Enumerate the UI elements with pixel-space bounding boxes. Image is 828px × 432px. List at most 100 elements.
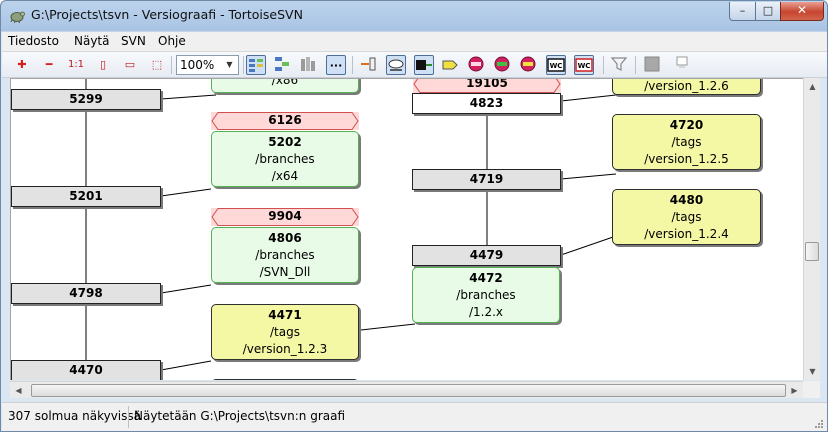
- branch-path: /1.2.x: [468, 305, 504, 319]
- zoom-fit-icon[interactable]: ⬚: [151, 58, 163, 71]
- tortoisesvn-icon: [10, 11, 25, 24]
- menu-file[interactable]: Tiedosto: [8, 34, 59, 48]
- deleted-node-6126[interactable]: 6126: [211, 112, 359, 130]
- status-graph-path: Näytetään G:\Projects\tsvn:n graafi: [134, 409, 346, 423]
- revision-node-4719[interactable]: 4719: [412, 169, 561, 190]
- zoom-fit-width-icon[interactable]: ▭: [124, 58, 136, 71]
- show-wc-modified-icon[interactable]: WC: [574, 55, 594, 75]
- fold-tags-icon[interactable]: [440, 55, 460, 75]
- resize-grip-icon[interactable]: [814, 419, 824, 429]
- horizontal-scrollbar[interactable]: ◀ ▶: [10, 381, 803, 398]
- scrollbar-corner: [803, 381, 820, 398]
- show-renamed-icon[interactable]: [492, 55, 512, 75]
- tag-path: /version_1.2.3: [242, 342, 328, 356]
- tag-node-4720[interactable]: 4720 /tags /version_1.2.5: [612, 114, 761, 170]
- status-bar: 307 solmua näkyvissä Näytetään G:\Projec…: [2, 402, 827, 431]
- scroll-left-icon[interactable]: ◀: [15, 386, 22, 395]
- vertical-scrollbar[interactable]: ▲ ▼: [803, 78, 820, 380]
- scroll-down-icon[interactable]: ▼: [809, 367, 816, 376]
- reduce-cross-lines-icon[interactable]: ···: [326, 55, 346, 75]
- menu-svn[interactable]: SVN: [121, 34, 146, 48]
- zoom-value: 100%: [180, 58, 215, 72]
- tag-node-partial[interactable]: [211, 379, 359, 380]
- toolbar: ✚ ━ 1:1 ▯ ▭ ⬚ 100% ▼ ···: [2, 52, 827, 78]
- expand-all-icon[interactable]: ✚: [17, 58, 27, 71]
- horizontal-scroll-thumb[interactable]: [31, 384, 786, 397]
- exact-copy-sources-icon[interactable]: [414, 55, 434, 75]
- title-bar[interactable]: G:\Projects\tsvn - Versiograafi - Tortoi…: [1, 1, 827, 31]
- show-all-revisions-icon[interactable]: [358, 55, 378, 75]
- tag-path: /tags: [270, 325, 300, 339]
- revision-node-4470[interactable]: 4470: [11, 360, 161, 380]
- align-trees-icon[interactable]: [298, 55, 318, 75]
- show-modified-icon[interactable]: [518, 55, 538, 75]
- deleted-rev: 19105: [466, 78, 508, 90]
- tag-rev: 4720: [669, 118, 704, 132]
- show-deleted-icon[interactable]: [466, 55, 486, 75]
- toolbar-separator: [352, 56, 353, 74]
- tag-path: /version_1.2.6: [644, 79, 729, 93]
- menu-help[interactable]: Ohje: [158, 34, 186, 48]
- tag-path: /tags: [671, 210, 702, 224]
- oldest-on-top-icon[interactable]: [272, 55, 292, 75]
- branch-node-4806[interactable]: 4806 /branches /SVN_Dll: [211, 227, 359, 283]
- maximize-button[interactable]: □: [755, 2, 781, 21]
- minimize-button[interactable]: –: [729, 2, 756, 21]
- tag-path: /version_1.2.4: [644, 227, 729, 241]
- deleted-shape-icon: [211, 208, 359, 226]
- tooltips-icon[interactable]: [672, 55, 692, 75]
- window-title: G:\Projects\tsvn - Versiograafi - Tortoi…: [31, 7, 303, 22]
- scroll-right-icon[interactable]: ▶: [791, 386, 798, 395]
- toolbar-separator: [635, 56, 636, 74]
- zoom-fit-height-icon[interactable]: ▯: [99, 58, 107, 71]
- revision-graph-canvas[interactable]: /x86 5299 5201 4798 4470 6126 9904 5202 …: [10, 78, 803, 380]
- revision-node-5201[interactable]: 5201: [11, 186, 161, 207]
- vertical-scroll-thumb[interactable]: [805, 242, 819, 261]
- revision-node-4823[interactable]: 4823: [412, 93, 561, 114]
- branch-path: /x64: [271, 169, 299, 183]
- toolbar-separator: [603, 56, 604, 74]
- tag-rev: 4480: [669, 193, 704, 207]
- branch-node-x86[interactable]: /x86: [211, 78, 359, 93]
- zoom-select[interactable]: 100% ▼: [176, 55, 239, 75]
- group-branches-icon[interactable]: [246, 55, 266, 75]
- collapse-all-icon[interactable]: ━: [45, 58, 53, 71]
- branch-path: /branches: [255, 152, 315, 166]
- close-button[interactable]: ✕: [780, 2, 824, 21]
- chevron-down-icon: ▼: [226, 60, 233, 69]
- branch-node-5202[interactable]: 5202 /branches /x64: [211, 131, 359, 187]
- tag-node-4471[interactable]: 4471 /tags /version_1.2.3: [211, 304, 359, 360]
- branch-node-4472[interactable]: 4472 /branches /1.2.x: [412, 267, 560, 323]
- branch-path: /branches: [255, 248, 315, 262]
- tag-node-4480[interactable]: 4480 /tags /version_1.2.4: [612, 189, 761, 245]
- show-head-revisions-icon[interactable]: [386, 55, 406, 75]
- deleted-node-19105[interactable]: 19105: [413, 78, 561, 93]
- deleted-node-9904[interactable]: 9904: [211, 208, 359, 226]
- toolbar-separator: [171, 56, 172, 74]
- menu-view[interactable]: Näytä: [74, 34, 110, 48]
- deleted-shape-icon: [413, 79, 561, 93]
- tag-node-version-1-2-6[interactable]: /version_1.2.6: [612, 79, 761, 95]
- branch-rev: 4472: [469, 271, 503, 285]
- svg-text:WC: WC: [578, 62, 591, 70]
- deleted-shape-icon: [211, 112, 359, 130]
- graph-connections: [85, 79, 617, 380]
- deleted-rev: 6126: [268, 113, 302, 127]
- svg-text:WC: WC: [550, 62, 563, 70]
- show-wc-revision-icon[interactable]: WC: [546, 55, 566, 75]
- revision-node-4479[interactable]: 4479: [412, 245, 561, 266]
- tag-path: /version_1.2.5: [644, 152, 729, 166]
- branch-path: /x86: [271, 78, 299, 87]
- zoom-1-1-icon[interactable]: 1:1: [67, 59, 85, 70]
- filter-icon[interactable]: [609, 55, 629, 75]
- menu-bar: Tiedosto Näytä SVN Ohje: [2, 32, 827, 52]
- show-overview-icon[interactable]: [642, 55, 662, 75]
- revision-node-4798[interactable]: 4798: [11, 283, 161, 304]
- toolbar-separator: [243, 56, 244, 74]
- branch-path: /SVN_Dll: [259, 265, 311, 279]
- tag-path: /tags: [671, 135, 702, 149]
- branch-rev: 5202: [268, 135, 302, 149]
- scroll-up-icon[interactable]: ▲: [809, 82, 816, 91]
- status-separator: [128, 406, 129, 428]
- revision-node-5299[interactable]: 5299: [11, 89, 161, 110]
